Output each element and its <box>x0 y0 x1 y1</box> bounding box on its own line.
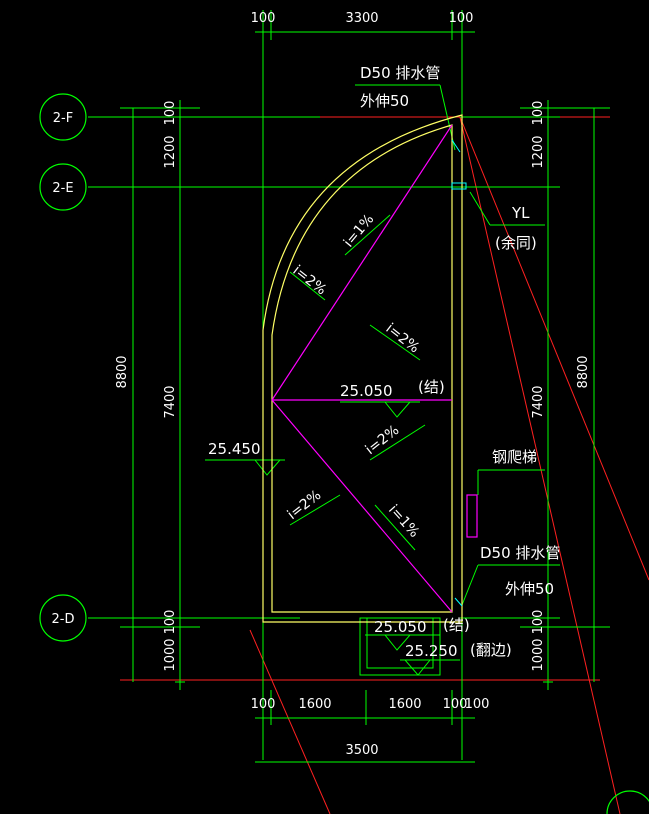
slope-label-5: i=2% <box>285 487 325 523</box>
ridge-lines <box>271 124 478 613</box>
drain-top-label: D50 排水管 <box>360 64 440 82</box>
axis-label-2e: 2-E <box>52 181 73 196</box>
dim-right-7400: 7400 <box>531 385 546 418</box>
dim-left-7400: 7400 <box>163 385 178 418</box>
drain-bottom-extension: 外伸50 <box>505 580 554 598</box>
yl-label: YL <box>511 204 530 222</box>
dim-bottom-total: 3500 <box>345 743 378 758</box>
ladder-label: 钢爬梯 <box>492 448 537 466</box>
dim-left-1200: 1200 <box>163 135 178 168</box>
red-axis-lines <box>120 116 649 814</box>
dim-top-right: 100 <box>449 11 474 26</box>
dim-right-1000: 1000 <box>531 638 546 671</box>
dimension-lines <box>88 10 610 763</box>
dim-left-outer: 8800 <box>115 355 130 388</box>
dim-left-100-bottom: 100 <box>163 610 178 635</box>
dim-top-left: 100 <box>251 11 276 26</box>
slope-label-2: i=2% <box>290 263 330 299</box>
elevation-bottom-2: 25.250 <box>405 642 458 660</box>
dim-top-middle: 3300 <box>345 11 378 26</box>
dim-right-100-top: 100 <box>531 101 546 126</box>
dim-left-1000: 1000 <box>163 638 178 671</box>
dim-bottom-4: 100 <box>443 697 468 712</box>
elevation-bottom-1: 25.050 <box>374 618 427 636</box>
axis-label-2f: 2-F <box>53 111 73 126</box>
elevation-left: 25.450 <box>208 440 261 458</box>
axis-bubbles <box>39 93 649 814</box>
drain-top-extension: 外伸50 <box>360 92 409 110</box>
dim-bottom-2: 1600 <box>298 697 331 712</box>
drain-markers <box>451 139 467 607</box>
dim-right-100-bottom: 100 <box>531 610 546 635</box>
axis-label-2d: 2-D <box>52 612 75 627</box>
dim-right-1200: 1200 <box>531 135 546 168</box>
slope-label-6: i=1% <box>385 502 422 541</box>
drain-bottom-label: D50 排水管 <box>480 544 560 562</box>
dim-bottom-5: 100 <box>465 697 490 712</box>
dim-right-outer: 8800 <box>576 355 591 388</box>
dim-bottom-3: 1600 <box>388 697 421 712</box>
bottom-struct-note: (结) <box>443 616 470 634</box>
yl-note: (余同) <box>495 234 537 252</box>
dim-left-100-top: 100 <box>163 101 178 126</box>
dim-bottom-1: 100 <box>251 697 276 712</box>
elevation-center-note: (结) <box>418 378 445 396</box>
bottom-flange-note: (翻边) <box>470 641 512 659</box>
elevation-center: 25.050 <box>340 382 393 400</box>
slope-label-4: i=2% <box>363 422 403 458</box>
roof-outline <box>262 114 463 623</box>
